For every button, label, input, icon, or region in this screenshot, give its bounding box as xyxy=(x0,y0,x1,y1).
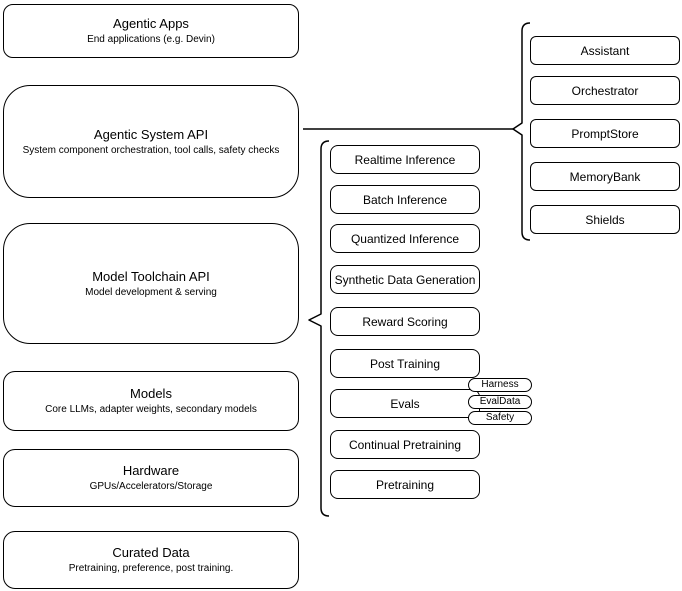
box-title: Model Toolchain API xyxy=(92,268,210,284)
tag-safety: Safety xyxy=(468,411,532,425)
box-subtitle: Model development & serving xyxy=(85,286,217,298)
box-model-toolchain-api: Model Toolchain API Model development & … xyxy=(3,223,299,344)
box-agentic-system-api: Agentic System API System component orch… xyxy=(3,85,299,198)
box-subtitle: System component orchestration, tool cal… xyxy=(22,144,280,156)
box-models: Models Core LLMs, adapter weights, secon… xyxy=(3,371,299,431)
box-evals: Evals xyxy=(330,389,480,418)
box-subtitle: Pretraining, preference, post training. xyxy=(68,563,234,574)
box-curated-data: Curated Data Pretraining, preference, po… xyxy=(3,531,299,589)
brace-toolchain-components xyxy=(308,140,330,517)
box-shields: Shields xyxy=(530,205,680,234)
box-title: Curated Data xyxy=(112,545,190,560)
box-agentic-apps: Agentic Apps End applications (e.g. Devi… xyxy=(3,4,299,58)
box-hardware: Hardware GPUs/Accelerators/Storage xyxy=(3,449,299,507)
tag-evaldata: EvalData xyxy=(468,395,532,409)
brace-system-components xyxy=(512,22,531,241)
box-quantized-inference: Quantized Inference xyxy=(330,224,480,253)
box-memorybank: MemoryBank xyxy=(530,162,680,191)
box-title: Hardware xyxy=(122,463,180,478)
box-reward-scoring: Reward Scoring xyxy=(330,307,480,336)
box-assistant: Assistant xyxy=(530,36,680,65)
box-title: Agentic System API xyxy=(93,126,209,142)
box-subtitle: End applications (e.g. Devin) xyxy=(87,34,215,45)
box-continual-pretraining: Continual Pretraining xyxy=(330,430,480,459)
box-orchestrator: Orchestrator xyxy=(530,76,680,105)
tag-harness: Harness xyxy=(468,378,532,392)
box-subtitle: GPUs/Accelerators/Storage xyxy=(89,481,213,492)
box-synthetic-data-generation: Synthetic Data Generation xyxy=(330,265,480,294)
box-realtime-inference: Realtime Inference xyxy=(330,145,480,174)
box-batch-inference: Batch Inference xyxy=(330,185,480,214)
box-subtitle: Core LLMs, adapter weights, secondary mo… xyxy=(45,404,257,415)
box-title: Agentic Apps xyxy=(113,16,189,31)
box-pretraining: Pretraining xyxy=(330,470,480,499)
box-promptstore: PromptStore xyxy=(530,119,680,148)
box-title: Models xyxy=(130,386,172,401)
box-post-training: Post Training xyxy=(330,349,480,378)
